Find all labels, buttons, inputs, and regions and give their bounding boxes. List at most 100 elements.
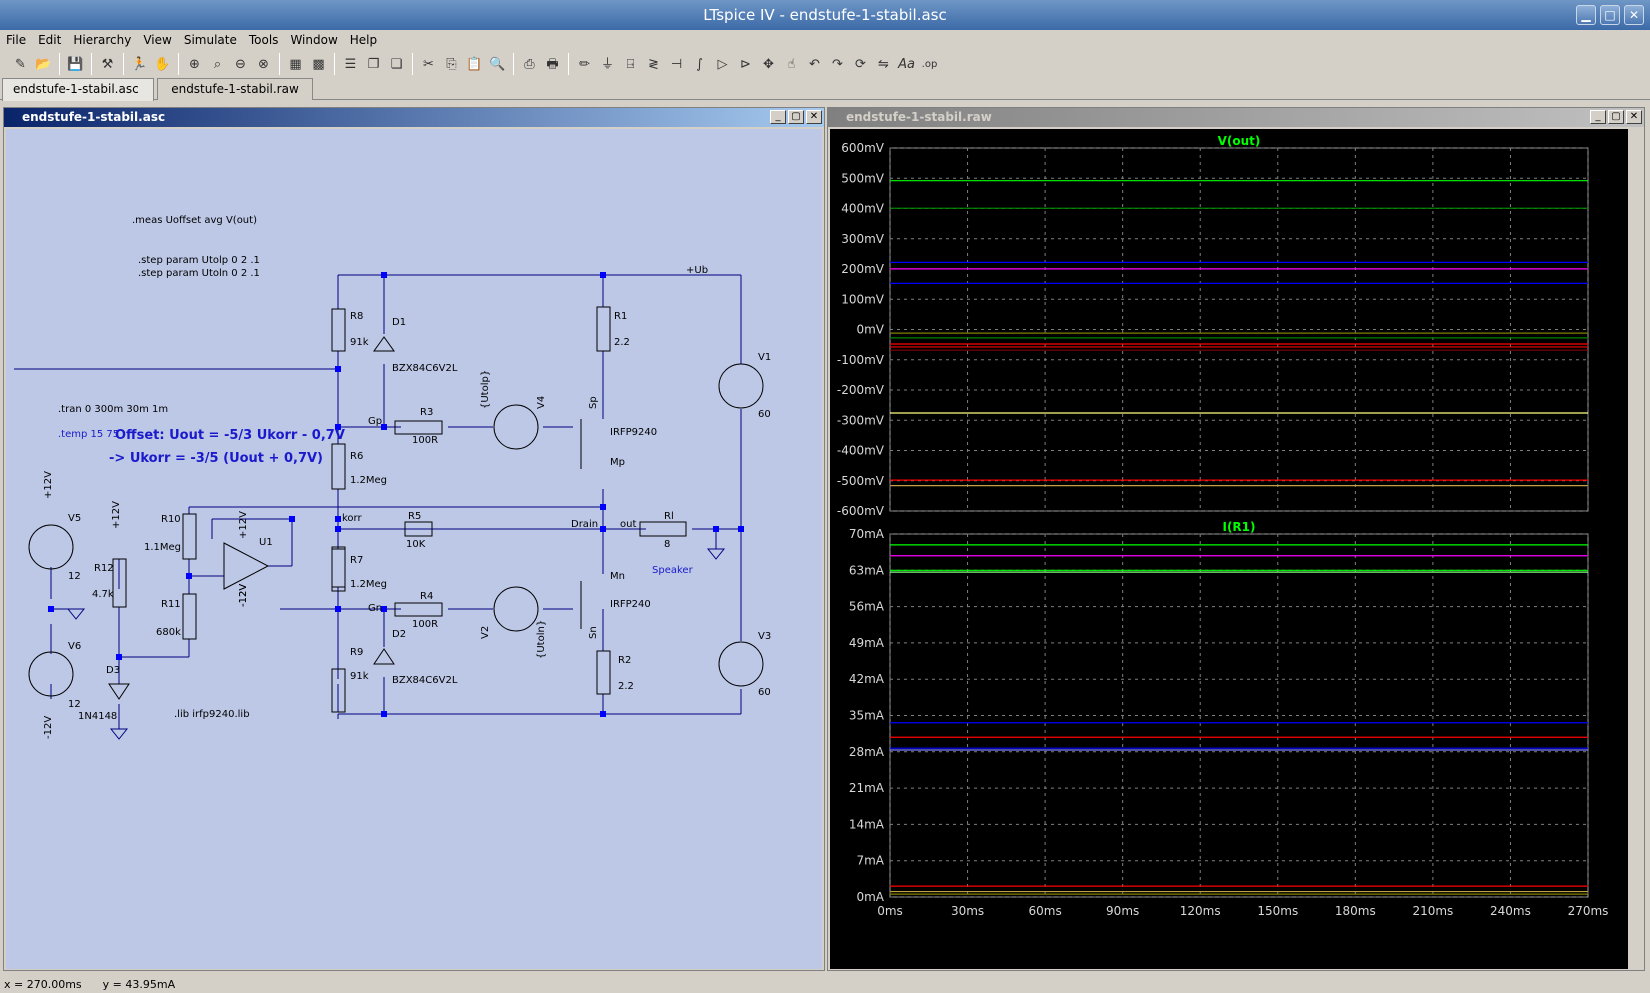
- waveform-minimize-button[interactable]: _: [1590, 110, 1606, 124]
- junction-dot: [335, 424, 341, 430]
- ground-symbol: [66, 608, 86, 620]
- status-x: x = 270.00ms: [4, 978, 82, 991]
- status-bar: x = 270.00ms y = 43.95mA: [0, 976, 1650, 993]
- new-schematic-icon[interactable]: ✎: [15, 56, 26, 72]
- menu-help[interactable]: Help: [349, 33, 378, 47]
- print-icon[interactable]: 🖶: [546, 56, 559, 72]
- zoom-in-icon[interactable]: ⊕: [189, 56, 200, 72]
- move-icon[interactable]: ✥: [763, 56, 774, 72]
- halt-icon[interactable]: ✋: [154, 56, 171, 72]
- drag-icon[interactable]: ☝: [787, 56, 796, 72]
- wire-icon[interactable]: ✏: [579, 56, 590, 72]
- rotate-icon[interactable]: ⟳: [855, 56, 866, 72]
- ground-icon[interactable]: ⏚: [600, 56, 614, 72]
- window-title: LTspice IV - endstufe-1-stabil.asc: [703, 6, 947, 24]
- y-tick-label: 28mA: [849, 745, 885, 759]
- resistor-symbol: [182, 593, 197, 640]
- component-icon[interactable]: ⊳: [740, 56, 751, 72]
- x-tick-label: 240ms: [1490, 904, 1531, 918]
- close-button[interactable]: ✕: [1624, 5, 1644, 25]
- x-tick-label: 150ms: [1257, 904, 1298, 918]
- diode-icon[interactable]: ▷: [717, 56, 728, 72]
- component-label: Gp: [368, 416, 382, 427]
- capacitor-icon[interactable]: ⊣: [670, 56, 683, 72]
- component-label: BZX84C6V2L: [392, 363, 458, 374]
- zoom-fit-icon[interactable]: ⌕: [213, 56, 222, 72]
- undo-icon[interactable]: ↶: [809, 56, 820, 72]
- menu-hierarchy[interactable]: Hierarchy: [73, 33, 132, 47]
- label-net-icon[interactable]: ⍈: [626, 56, 635, 72]
- tile-horizontal-icon[interactable]: ☰: [344, 56, 357, 72]
- tile-vertical-icon[interactable]: ❏: [390, 56, 403, 72]
- menu-file[interactable]: File: [6, 33, 27, 47]
- resistor-symbol: [331, 548, 346, 588]
- y-tick-label: 14mA: [849, 817, 885, 831]
- component-label: D2: [392, 629, 406, 640]
- schematic-drawing[interactable]: R891kD1BZX84C6V2LR12.2V160+UbGpR3100R{Ut…: [6, 129, 822, 969]
- component-label: +12V: [111, 501, 122, 529]
- voltage-source-v2: [493, 586, 539, 632]
- find-icon[interactable]: 🔍: [489, 56, 506, 72]
- y-tick-label: -300mV: [837, 413, 885, 427]
- cascade-icon[interactable]: ❐: [367, 56, 380, 72]
- y-tick-label: 42mA: [849, 672, 885, 686]
- schematic-minimize-button[interactable]: _: [770, 110, 786, 124]
- trace-name-vout: V(out): [1218, 134, 1261, 148]
- resistor-symbol: [182, 513, 197, 560]
- y-tick-label: 400mV: [841, 202, 885, 216]
- voltage-source-v1: [718, 363, 764, 409]
- menu-window[interactable]: Window: [290, 33, 338, 47]
- resistor-icon[interactable]: ≷: [648, 56, 659, 72]
- inductor-icon[interactable]: ∫: [696, 56, 703, 72]
- copy-icon[interactable]: ⎘: [446, 56, 457, 72]
- autorange-icon[interactable]: ▦: [289, 56, 302, 72]
- minimize-button[interactable]: ▁: [1576, 5, 1596, 25]
- run-icon[interactable]: 🏃: [131, 56, 148, 72]
- menu-view[interactable]: View: [143, 33, 172, 47]
- component-label: korr: [342, 513, 362, 524]
- component-label: R7: [350, 555, 363, 566]
- y-tick-label: -100mV: [837, 353, 885, 367]
- open-icon[interactable]: 📂: [35, 56, 52, 72]
- x-tick-label: 270ms: [1568, 904, 1609, 918]
- mirror-icon[interactable]: ⇋: [878, 56, 889, 72]
- tab-waveform[interactable]: endstufe-1-stabil.raw: [157, 78, 313, 100]
- component-label: Rl: [664, 511, 674, 522]
- grid-icon[interactable]: ▩: [312, 56, 325, 72]
- menu-tools[interactable]: Tools: [248, 33, 279, 47]
- component-label: D3: [106, 665, 120, 676]
- junction-dot: [381, 424, 387, 430]
- control-panel-icon[interactable]: ⚒: [101, 56, 114, 72]
- voltage-source-v6: [28, 651, 74, 697]
- y-tick-label: 7mA: [856, 854, 884, 868]
- zoom-cancel-icon[interactable]: ⊗: [258, 56, 269, 72]
- component-label: 60: [758, 687, 771, 698]
- document-tabs: endstufe-1-stabil.asc endstufe-1-stabil.…: [0, 78, 1650, 101]
- toolbar: ✎ 📂 💾 ⚒ 🏃 ✋ ⊕ ⌕ ⊖ ⊗ ▦ ▩ ☰ ❐ ❏ ✂ ⎘ 📋 🔍 ⎙ …: [0, 50, 1650, 78]
- menu-edit[interactable]: Edit: [38, 33, 62, 47]
- waveform-restore-button[interactable]: ▢: [1608, 110, 1624, 124]
- redo-icon[interactable]: ↷: [832, 56, 843, 72]
- paste-icon[interactable]: 📋: [466, 56, 483, 72]
- schematic-restore-button[interactable]: ▢: [788, 110, 804, 124]
- waveform-close-button[interactable]: ✕: [1626, 110, 1642, 124]
- spice-directive-icon[interactable]: .op: [921, 58, 938, 70]
- status-y: y = 43.95mA: [102, 978, 176, 991]
- spice-directive: .tran 0 300m 30m 1m: [58, 404, 168, 415]
- schematic-close-button[interactable]: ✕: [806, 110, 822, 124]
- tab-schematic[interactable]: endstufe-1-stabil.asc: [2, 78, 154, 101]
- menu-simulate[interactable]: Simulate: [183, 33, 237, 47]
- print-setup-icon[interactable]: ⎙: [524, 56, 535, 72]
- component-label: V5: [68, 513, 81, 524]
- waveform-plot[interactable]: 600mV500mV400mV300mV200mV100mV0mV-100mV-…: [830, 129, 1628, 969]
- zoom-out-icon[interactable]: ⊖: [235, 56, 246, 72]
- y-tick-label: 100mV: [841, 292, 885, 306]
- maximize-button[interactable]: □: [1600, 5, 1620, 25]
- save-icon[interactable]: 💾: [67, 56, 84, 72]
- text-icon[interactable]: Aa: [898, 56, 915, 72]
- cut-icon[interactable]: ✂: [423, 56, 434, 72]
- component-label: 60: [758, 409, 771, 420]
